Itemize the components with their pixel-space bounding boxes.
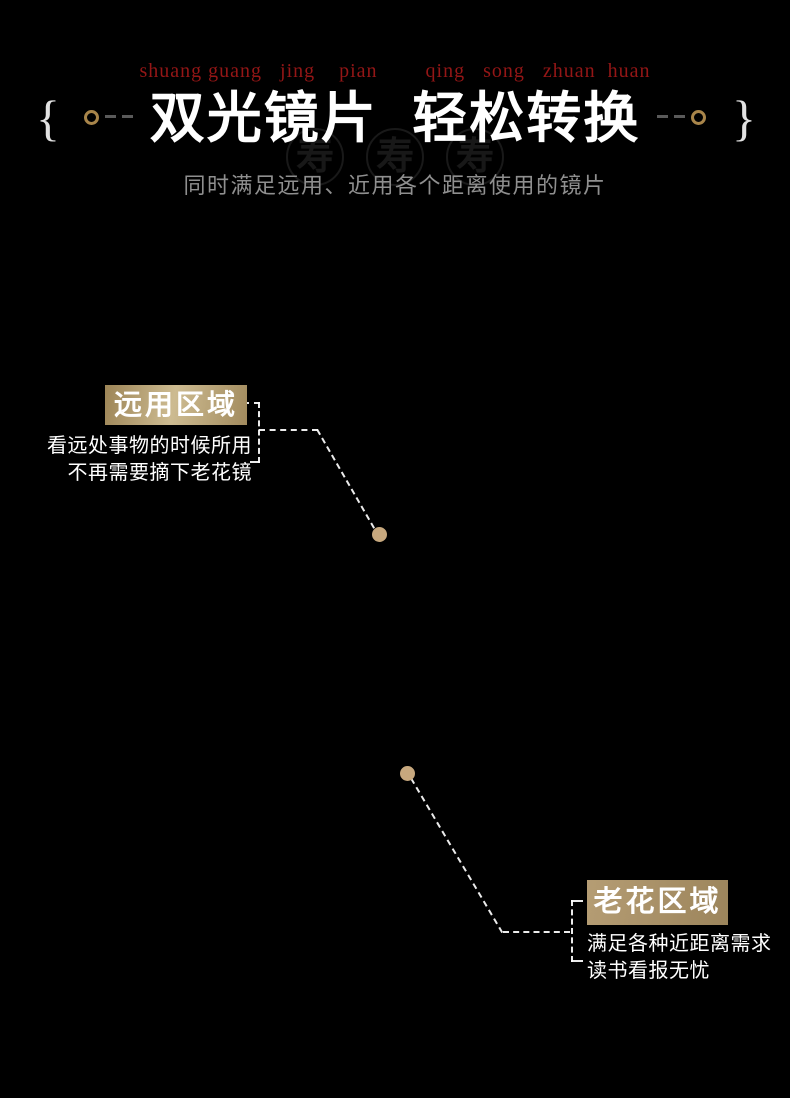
left-brace-decoration: { <box>36 90 60 146</box>
longevity-seal-icon: 寿 <box>446 128 504 186</box>
connector-dash <box>571 900 583 902</box>
page-title: 双光镜片 轻松转换 <box>149 87 641 149</box>
connector-dash <box>410 778 504 934</box>
gold-ring-icon <box>84 110 99 125</box>
longevity-seal-icon: 寿 <box>286 128 344 186</box>
gold-ring-icon <box>691 110 706 125</box>
connector-dash <box>571 900 573 962</box>
connector-dash <box>259 429 318 431</box>
connector-dash <box>571 960 583 962</box>
connector-dash <box>250 461 260 463</box>
far-zone-description: 看远处事物的时候所用 不再需要摘下老花镜 <box>30 433 252 487</box>
longevity-seal-icon: 寿 <box>366 128 424 186</box>
far-zone-line2: 不再需要摘下老花镜 <box>67 462 252 484</box>
connector-dash <box>316 429 375 529</box>
near-zone-badge: 老花区域 <box>587 880 728 925</box>
connector-dash <box>243 402 260 404</box>
connector-dash <box>258 402 260 463</box>
dash-decoration-left <box>105 115 133 118</box>
right-brace-decoration: } <box>732 90 756 146</box>
far-zone-badge: 远用区域 <box>105 385 247 425</box>
seal-watermark-group: 寿 寿 寿 <box>0 128 790 192</box>
connector-dash <box>503 931 570 933</box>
near-zone-description: 满足各种近距离需求 读书看报无忧 <box>587 931 790 985</box>
pinyin-caption: shuang guang jing pian qing song zhuan h… <box>139 60 651 82</box>
page-subtitle: 同时满足远用、近用各个距离使用的镜片 <box>183 173 607 198</box>
far-zone-dot-marker <box>372 527 387 542</box>
near-zone-dot-marker <box>400 766 415 781</box>
title-row: { 双光镜片 轻松转换 } <box>0 86 790 152</box>
dash-decoration-right <box>657 115 685 118</box>
near-zone-line1: 满足各种近距离需求 <box>587 933 772 955</box>
far-zone-line1: 看远处事物的时候所用 <box>47 435 252 457</box>
near-zone-line2: 读书看报无忧 <box>587 960 710 982</box>
